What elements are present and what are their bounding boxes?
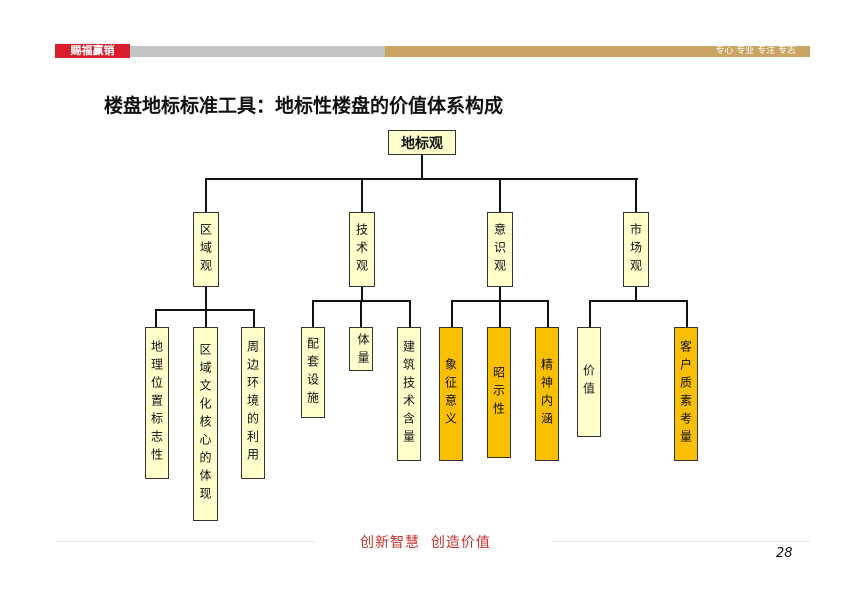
node-awareness-view: 意识观 [487, 212, 513, 287]
connector [205, 178, 638, 180]
connector [686, 300, 688, 327]
slide-title: 楼盘地标标准工具：地标性楼盘的价值体系构成 [104, 95, 504, 117]
leaf-node: 配套设施 [301, 327, 325, 418]
connector [421, 155, 423, 180]
connector [312, 300, 314, 327]
footer-divider [552, 541, 810, 542]
root-node: 地标观 [388, 130, 456, 155]
connector [155, 309, 157, 327]
leaf-node: 建筑技术含量 [397, 327, 421, 461]
connector [205, 178, 207, 212]
connector [361, 178, 363, 212]
header-bar-motto: 专心 专业 专注 专志 [385, 46, 810, 57]
brand-logo: 赐福赢销 [55, 44, 130, 58]
connector [499, 300, 501, 327]
connector [205, 309, 207, 327]
connector [409, 300, 411, 327]
connector [635, 178, 637, 212]
leaf-node: 区域文化核心的体现 [193, 327, 218, 521]
leaf-node: 地理位置标志性 [145, 327, 169, 479]
footer-divider [55, 541, 315, 542]
leaf-node-highlight: 象征意义 [439, 327, 463, 461]
leaf-node: 体量 [349, 327, 373, 371]
connector [589, 300, 591, 327]
connector [451, 300, 453, 327]
connector [499, 178, 501, 212]
connector [361, 287, 363, 301]
leaf-node-highlight: 客户质素考量 [674, 327, 698, 461]
leaf-node-highlight: 精神内涵 [535, 327, 559, 461]
connector [547, 300, 549, 327]
connector [499, 287, 501, 301]
header-bar-gray [130, 46, 385, 57]
page-number: 28 [776, 546, 793, 561]
leaf-node: 周边环境的利用 [241, 327, 265, 479]
connector [205, 287, 207, 310]
node-region-view: 区域观 [193, 212, 219, 287]
node-market-view: 市场观 [623, 212, 649, 287]
connector [635, 287, 637, 301]
connector [253, 309, 255, 327]
node-tech-view: 技术观 [349, 212, 375, 287]
motto-text: 专心 专业 专注 专志 [715, 46, 796, 56]
leaf-node: 价值 [577, 327, 601, 437]
leaf-node-highlight: 昭示性 [487, 327, 511, 458]
connector [360, 300, 362, 327]
footer-slogan: 创新智慧 创造价值 [360, 535, 491, 551]
connector [589, 300, 688, 302]
